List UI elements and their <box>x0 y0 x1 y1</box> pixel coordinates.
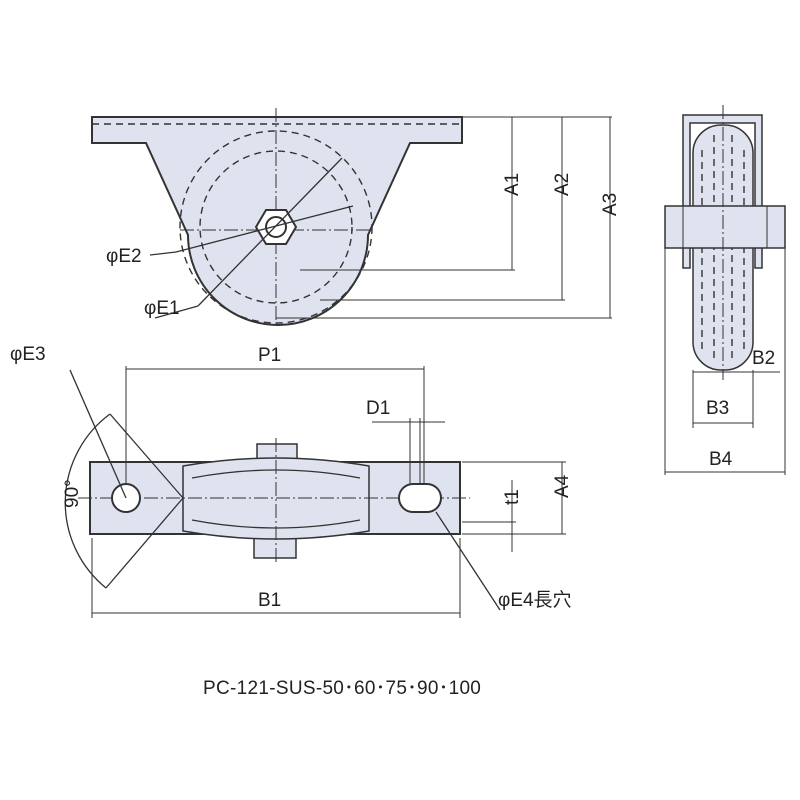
label-p1: P1 <box>258 345 281 366</box>
label-a3: A3 <box>600 193 621 216</box>
label-a4: A4 <box>552 474 573 498</box>
label-angle: 90° <box>62 479 83 508</box>
plan-view <box>64 366 566 618</box>
label-b3: B3 <box>706 398 729 419</box>
label-b2: B2 <box>752 348 775 369</box>
label-a1: A1 <box>502 173 523 196</box>
wheel-outline <box>179 130 373 324</box>
label-e3: φE3 <box>10 344 46 365</box>
label-a2: A2 <box>552 173 573 196</box>
axle-bolt <box>664 205 786 249</box>
label-b1: B1 <box>258 590 281 611</box>
side-view <box>664 105 786 475</box>
wheel-groove <box>199 150 353 304</box>
label-d1: D1 <box>366 398 390 419</box>
side-bracket <box>682 114 763 269</box>
label-b4: B4 <box>709 449 733 470</box>
angle-arc <box>64 413 111 589</box>
label-e1: φE1 <box>144 298 180 319</box>
model-caption: PC-121-SUS-50･60･75･90･100 <box>203 678 481 699</box>
slotted-hole <box>398 483 442 513</box>
front-view <box>91 108 612 326</box>
label-t1: t1 <box>502 489 523 505</box>
label-e2: φE2 <box>106 246 142 267</box>
label-e4: φE4長穴 <box>498 589 572 611</box>
